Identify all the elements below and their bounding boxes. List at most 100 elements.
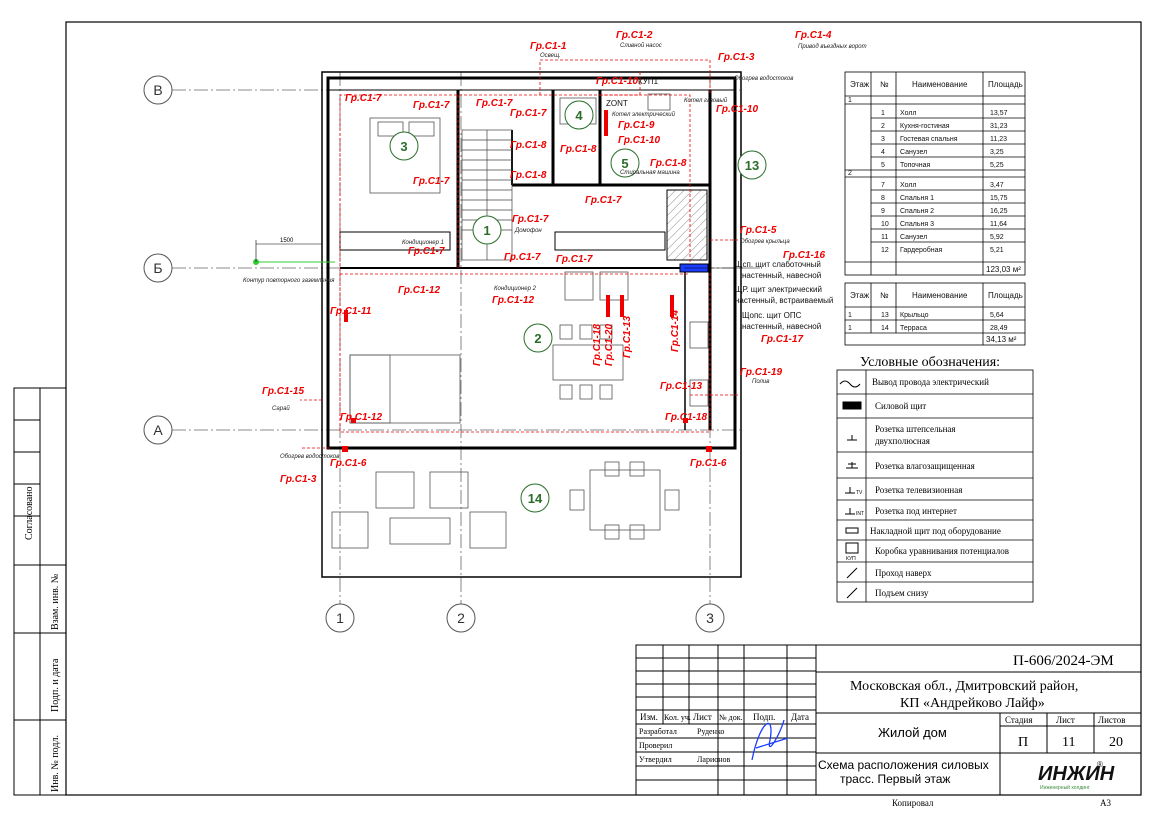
label-c1-13: Гр.С1-13 bbox=[660, 381, 702, 392]
panel-note-4: настенный, встраиваемый bbox=[735, 296, 833, 305]
side-stamp bbox=[13, 387, 67, 796]
sheets-total-label: Листов bbox=[1098, 715, 1125, 725]
legend-item-5: Розетка телевизионная bbox=[875, 485, 962, 495]
legend-title: Условные обозначения: bbox=[860, 355, 1000, 370]
signer-role-1: Разработал bbox=[639, 727, 677, 736]
label-c1-4: Гр.С1-4 bbox=[795, 30, 832, 41]
rev-header-list: Лист bbox=[693, 712, 712, 722]
area-table-cell-name: Спальня 3 bbox=[900, 221, 934, 228]
company-logo-reg: ® bbox=[1097, 760, 1103, 769]
label-c1-6-right: Гр.С1-6 bbox=[690, 458, 727, 469]
title-block-grid bbox=[635, 644, 1142, 796]
tv-socket-icon bbox=[845, 487, 855, 494]
legend-item-3: Розетка штепсельная bbox=[875, 424, 956, 434]
sheet-no-value: 11 bbox=[1062, 735, 1075, 750]
label-c1-7-f: Гр.С1-7 bbox=[585, 195, 622, 206]
label-c1-6-left: Гр.С1-6 bbox=[330, 458, 367, 469]
room-number-5: 5 bbox=[621, 156, 628, 171]
label-c1-8-c: Гр.С1-8 bbox=[510, 140, 547, 151]
axis-label-2: 2 bbox=[457, 610, 465, 626]
object-name: Жилой дом bbox=[878, 725, 947, 740]
label-c1-5: Гр.С1-5 bbox=[740, 225, 777, 236]
sheets-total-value: 20 bbox=[1109, 735, 1123, 750]
internet-socket-icon bbox=[845, 508, 855, 515]
label-c1-1: Гр.С1-1 bbox=[530, 41, 567, 52]
note-kotel: Котел электрический bbox=[612, 111, 676, 118]
area-table-header: Этаж bbox=[850, 291, 870, 300]
label-c1-12-c: Гр.С1-12 bbox=[340, 412, 382, 423]
area-table-cell-area: 5,64 bbox=[990, 312, 1004, 319]
area-table-cell-num: 2 bbox=[881, 123, 885, 130]
label-c1-8-b: Гр.С1-8 bbox=[560, 144, 597, 155]
label-c1-17: Гр.С1-17 bbox=[761, 334, 803, 345]
signer-name-3: Ларионов bbox=[697, 755, 731, 764]
legend-item-1: Вывод провода электрический bbox=[872, 377, 989, 387]
axis-label-b: Б bbox=[153, 260, 162, 276]
label-c1-7-c: Гр.С1-7 bbox=[476, 98, 513, 109]
room-number-14: 14 bbox=[528, 491, 543, 506]
note-domofon: Домофон bbox=[514, 228, 542, 234]
stamp-soglasovano: Согласовано bbox=[24, 486, 35, 540]
note-kond2: Кондиционер 2 bbox=[494, 286, 537, 292]
legend-tv-mark: TV bbox=[856, 490, 863, 496]
area-table-cell-area: 16,25 bbox=[990, 208, 1008, 215]
note-kup1: КУП1 bbox=[638, 77, 659, 86]
doc-code: П-606/2024-ЭМ bbox=[1013, 653, 1114, 669]
pass-up-icon bbox=[846, 567, 858, 579]
stamp-podp-data: Подп. и дата bbox=[50, 658, 61, 712]
area-table-header: Наименование bbox=[912, 80, 968, 89]
rev-header-doc: № док. bbox=[719, 713, 743, 722]
label-c1-18: Гр.С1-18 bbox=[665, 412, 707, 423]
shaft-hatch bbox=[666, 189, 708, 261]
label-c1-10-c: Гр.С1-10 bbox=[618, 135, 660, 146]
note-kond1: Кондиционер 1 bbox=[402, 240, 444, 246]
stamp-vzam-inv: Взам. инв. № bbox=[50, 574, 61, 630]
area-table-cell-name: Кухня-гостиная bbox=[900, 123, 950, 130]
area-table-cell-num: 1 bbox=[881, 110, 885, 117]
label-c1-10-b: Гр.С1-10 bbox=[716, 104, 758, 115]
note-osvesch: Освещ. bbox=[540, 53, 561, 59]
power-route-markers bbox=[342, 110, 712, 452]
axis-bubbles bbox=[143, 75, 725, 633]
room-number-13: 13 bbox=[745, 158, 759, 173]
area-table-cell-name: Топочная bbox=[900, 162, 931, 169]
power-panel-icon bbox=[842, 401, 862, 410]
axis-label-v: В bbox=[153, 82, 162, 98]
area-table-cell-name: Холл bbox=[900, 110, 917, 117]
signer-role-3: Утвердил bbox=[639, 755, 672, 764]
legend-int-mark: INT bbox=[856, 511, 864, 517]
area-table-header: Наименование bbox=[912, 291, 968, 300]
signer-name-1: Руденко bbox=[697, 727, 724, 736]
area-table-cell-num: 11 bbox=[881, 234, 888, 241]
legend-item-6: Розетка под интернет bbox=[875, 506, 957, 516]
area-table-total: 34,13 м² bbox=[986, 335, 1017, 344]
area-table-cell-num: 5 bbox=[881, 162, 885, 169]
area-table-cell-area: 11,23 bbox=[990, 136, 1007, 143]
format-label: А3 bbox=[1100, 798, 1111, 808]
area-table-cell-num: 7 bbox=[881, 182, 885, 189]
area-table-cell-area: 13,57 bbox=[990, 110, 1008, 117]
note-saraj: Сарай bbox=[272, 405, 290, 412]
area-table-cell-num: 3 bbox=[881, 136, 885, 143]
legend-item-10: Подъем снизу bbox=[875, 588, 929, 598]
rev-header-podp: Подп. bbox=[753, 712, 775, 722]
area-table-cell-area: 28,49 bbox=[990, 325, 1008, 332]
stage-label: Стадия bbox=[1005, 715, 1032, 725]
panel-note-3: ЩР. щит электрический bbox=[735, 285, 822, 294]
panel-note-1: Щсп. щит слаботочный bbox=[735, 260, 821, 269]
rev-header-data: Дата bbox=[791, 712, 809, 722]
socket-icon bbox=[847, 435, 857, 441]
label-c1-8-a: Гр.С1-8 bbox=[650, 158, 687, 169]
label-c1-11: Гр.С1-11 bbox=[330, 306, 372, 317]
area-table-header: Площадь bbox=[988, 80, 1023, 89]
company-logo-sub: Инженерный холдинг bbox=[1040, 784, 1090, 791]
area-table-cell-name: Спальня 2 bbox=[900, 208, 934, 215]
area-table-header: № bbox=[880, 80, 889, 89]
legend-kup-mark: КУП bbox=[846, 556, 856, 562]
grid-axes bbox=[172, 72, 740, 605]
area-table-total: 123,03 м² bbox=[986, 265, 1021, 274]
stage-value: П bbox=[1018, 735, 1028, 750]
panel-note-5: Щопс. щит ОПС bbox=[742, 311, 802, 320]
note-vodostok-top: Обогрев водостоков bbox=[734, 76, 793, 82]
label-c1-7-i: Гр.С1-7 bbox=[504, 252, 541, 263]
